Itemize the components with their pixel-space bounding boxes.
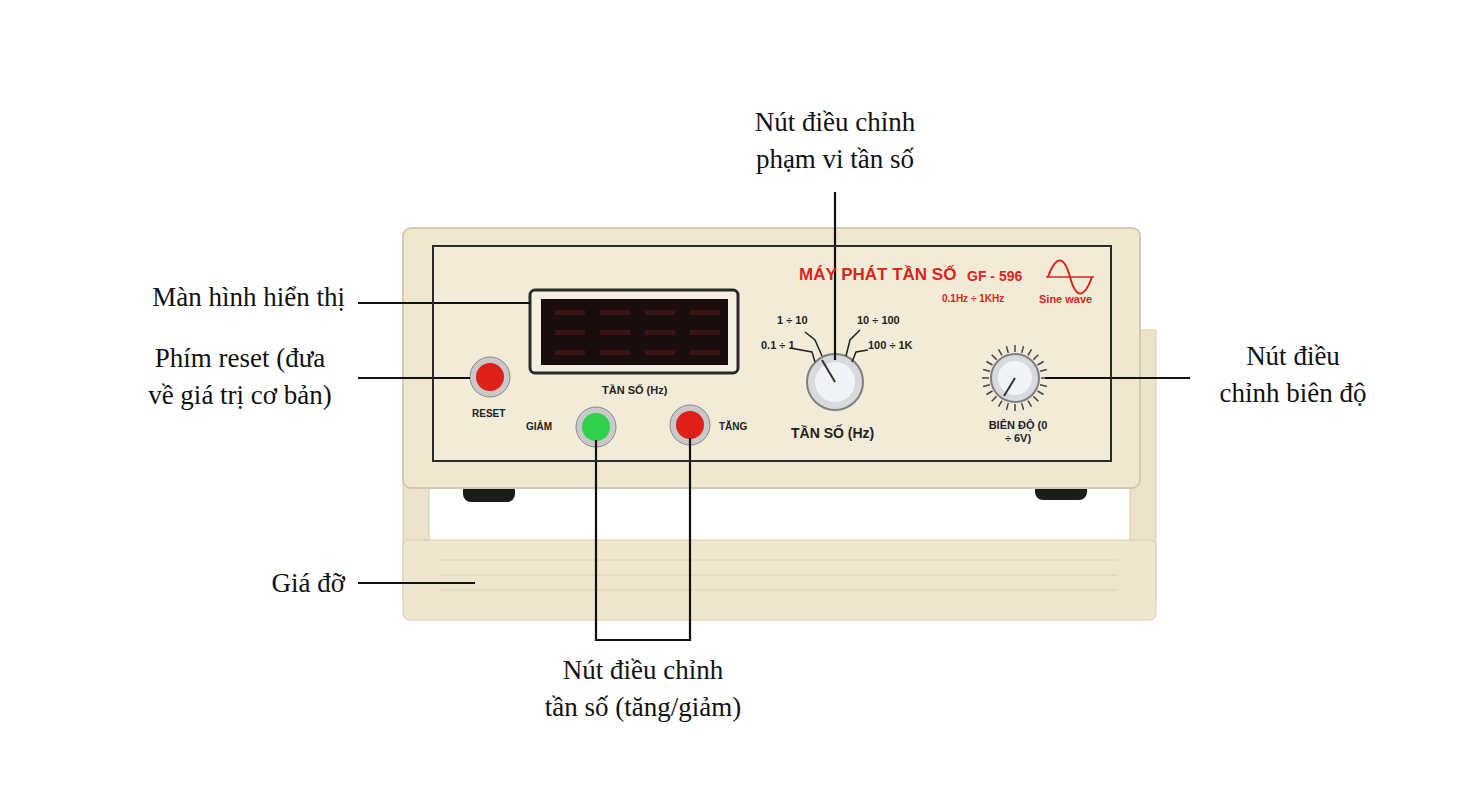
amplitude-knob bbox=[998, 361, 1032, 395]
knob-tick bbox=[1006, 346, 1008, 353]
knob-tick bbox=[1038, 391, 1044, 395]
display-screen bbox=[690, 350, 720, 355]
display-screen bbox=[530, 290, 738, 373]
display-screen bbox=[555, 350, 585, 355]
display-screen bbox=[541, 299, 728, 365]
panel-text: 0.1Hz ÷ 1KHz bbox=[942, 293, 1004, 305]
panel-text: RESET bbox=[472, 408, 505, 420]
knob-tick bbox=[999, 349, 1003, 355]
panel-text: 100 ÷ 1K bbox=[868, 339, 913, 352]
reset-button bbox=[470, 357, 510, 397]
knob-tick bbox=[1022, 346, 1024, 353]
panel-text: GF - 596 bbox=[967, 268, 1022, 284]
panel-text: 10 ÷ 100 bbox=[857, 314, 900, 327]
reset-button bbox=[470, 357, 510, 397]
display-screen bbox=[645, 310, 675, 315]
panel-text: TĂNG bbox=[719, 421, 747, 433]
device-casing bbox=[403, 228, 1140, 488]
leader-line bbox=[358, 582, 475, 584]
knob-tick bbox=[983, 385, 990, 387]
range-knob bbox=[807, 354, 863, 410]
stand bbox=[403, 540, 1156, 620]
knob-tick bbox=[999, 401, 1003, 407]
device-casing bbox=[432, 245, 1112, 462]
sine-wave-symbol bbox=[1046, 261, 1094, 294]
display-screen bbox=[600, 330, 630, 335]
knob-tick bbox=[1022, 403, 1024, 410]
knob-tick bbox=[992, 396, 997, 401]
callout-label: Nút điều chỉnh tần số (tăng/giảm) bbox=[513, 652, 773, 727]
callout-label: Phím reset (đưa về giá trị cơ bản) bbox=[90, 340, 390, 415]
callout-label: Màn hình hiển thị bbox=[95, 279, 345, 316]
knob-tick bbox=[1014, 404, 1016, 411]
callout-label: Giá đỡ bbox=[195, 565, 345, 602]
leader-line bbox=[358, 302, 530, 304]
knob-tick bbox=[1040, 385, 1047, 387]
panel-text: TẦN SỐ (Hz) bbox=[791, 425, 874, 441]
knob-tick bbox=[986, 391, 992, 395]
knob-tick bbox=[1040, 369, 1047, 371]
knob-tick bbox=[1014, 345, 1016, 352]
panel-text: GIẢM bbox=[526, 421, 552, 433]
display-screen bbox=[690, 310, 720, 315]
display-screen bbox=[645, 350, 675, 355]
panel-text: TẦN SỐ (Hz) bbox=[602, 384, 667, 397]
knob-tick bbox=[1033, 396, 1038, 401]
leader-line bbox=[1045, 377, 1190, 379]
device-casing bbox=[403, 228, 1140, 488]
range-knob bbox=[852, 350, 868, 362]
range-knob bbox=[822, 360, 835, 382]
amplitude-knob bbox=[991, 354, 1039, 402]
leader-line bbox=[596, 438, 690, 640]
leader-line bbox=[358, 377, 470, 379]
amplitude-knob bbox=[1004, 378, 1015, 396]
display-screen bbox=[555, 330, 585, 335]
stand bbox=[440, 560, 1118, 561]
decrease-button bbox=[582, 413, 610, 441]
increase-button bbox=[676, 411, 704, 439]
range-knob bbox=[790, 330, 868, 410]
amplitude-knob bbox=[982, 345, 1048, 411]
knob-tick bbox=[986, 362, 992, 366]
panel-text: 1 ÷ 10 bbox=[777, 314, 808, 327]
display-screen bbox=[555, 310, 585, 315]
knob-tick bbox=[1038, 362, 1044, 366]
range-knob bbox=[805, 332, 822, 356]
knob-tick bbox=[982, 377, 989, 379]
panel-text: MÁY PHÁT TẦN SỐ bbox=[799, 265, 956, 285]
stand bbox=[440, 590, 1118, 591]
panel-text: BIÊN ĐỘ (0 ÷ 6V) bbox=[987, 419, 1049, 444]
sine-wave-symbol bbox=[1048, 261, 1092, 294]
knob-tick bbox=[1033, 355, 1038, 360]
callout-label: Nút điều chỉnh biên độ bbox=[1183, 338, 1403, 413]
stand bbox=[440, 575, 1118, 576]
display-screen bbox=[530, 290, 738, 373]
knob-tick bbox=[983, 369, 990, 371]
knob-tick bbox=[1006, 403, 1008, 410]
reset-button bbox=[476, 363, 504, 391]
panel-text: Sine wave bbox=[1039, 293, 1092, 306]
display-screen bbox=[600, 310, 630, 315]
display-screen bbox=[555, 310, 720, 355]
front-panel: MÁY PHÁT TẦN SỐ GF - 596 0.1Hz ÷ 1KHz Sine … bbox=[432, 245, 1112, 462]
knob-tick bbox=[992, 355, 997, 360]
panel-text: 0.1 ÷ 1 bbox=[761, 339, 795, 352]
display-screen bbox=[690, 330, 720, 335]
knob-tick bbox=[1028, 349, 1032, 355]
leader-line bbox=[358, 192, 1190, 640]
display-screen bbox=[645, 330, 675, 335]
callout-label: Nút điều chỉnh phạm vi tần số bbox=[722, 104, 948, 179]
display-screen bbox=[600, 350, 630, 355]
knob-tick bbox=[1028, 401, 1032, 407]
